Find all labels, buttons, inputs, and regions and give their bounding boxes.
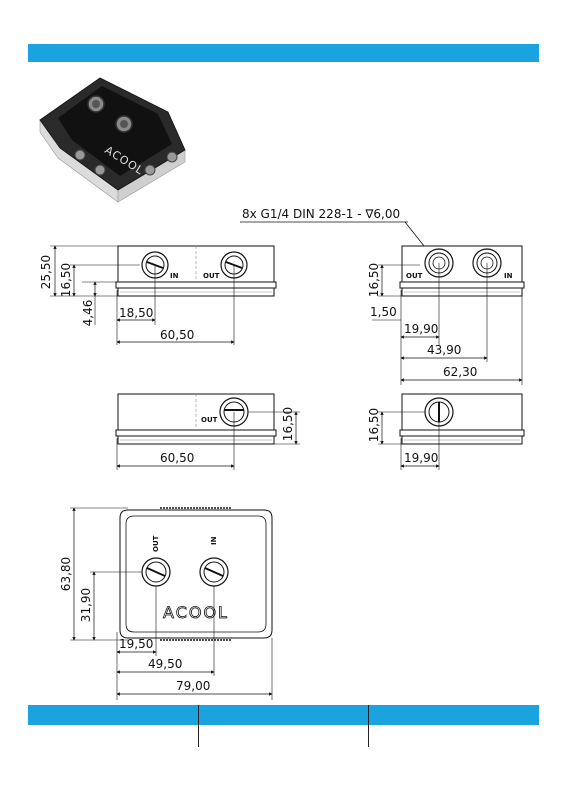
back-dim-body-height: 16,50 [281,407,295,441]
front-view: IN OUT 25,50 16,50 4,46 18,50 60,50 [39,246,276,345]
side-dim-port-spacing: 43,90 [427,343,461,357]
footer-bar [28,705,539,725]
side-dim-overall-depth: 62,30 [443,365,477,379]
top-dim-overall-depth: 63,80 [59,557,73,591]
top-logo: ACOOL [163,603,229,622]
top-dim-overall-width: 79,00 [176,679,210,693]
front-dim-overall-height: 25,50 [39,255,53,289]
back-dim-port-spacing: 60,50 [160,451,194,465]
front-dim-base-height: 4,46 [81,300,95,327]
top-out-label: OUT [152,535,160,552]
side-in-label: IN [504,272,513,280]
product-render: ACOOL [40,78,185,202]
right-dim-port-offset: 19,90 [404,451,438,465]
top-dim-port-spacing: 49,50 [148,657,182,671]
side-dim-body-height: 16,50 [367,263,381,297]
front-dim-port-offset: 18,50 [119,306,153,320]
side-out-label: OUT [406,272,423,280]
right-dim-body-height: 16,50 [367,408,381,442]
top-in-label: IN [210,536,218,545]
top-dim-port-offset: 19,50 [119,637,153,651]
front-dim-port-spacing: 60,50 [160,328,194,342]
thread-callout: 8x G1/4 DIN 228-1 - ∇6,00 [242,207,400,221]
side-dim-port-offset: 19,90 [404,322,438,336]
top-dim-port-center: 31,90 [79,588,93,622]
front-dim-body-height: 16,50 [59,263,73,297]
front-in-label: IN [170,272,179,280]
side-dim-edge-gap: 1,50 [370,305,397,319]
front-out-label: OUT [203,272,220,280]
side-view: OUT IN 16,50 1,50 19,90 43,90 62,30 [367,246,524,385]
right-view: 16,50 19,90 [367,394,524,470]
footer-divider-left [198,705,199,747]
back-view: OUT 60,50 16,50 [116,394,300,470]
top-view: OUT IN ACOOL 63,80 31,90 19,50 49,50 79,… [59,508,272,700]
footer-divider-right [368,705,369,747]
back-out-label: OUT [201,416,218,424]
